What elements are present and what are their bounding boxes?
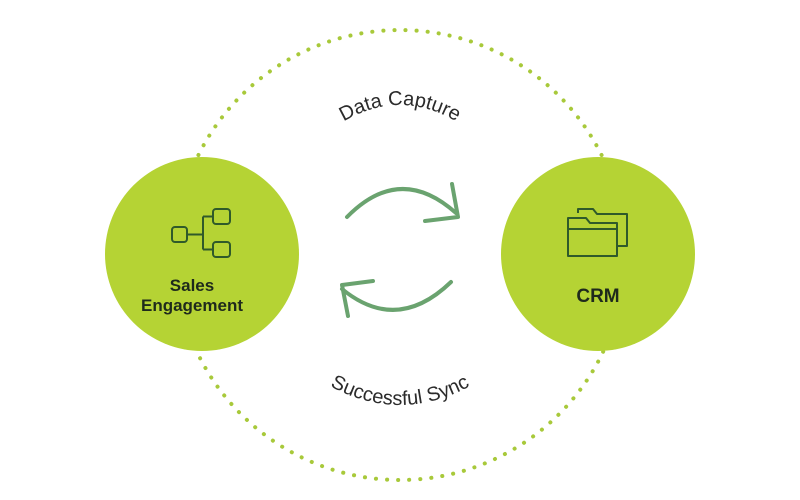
data-capture-text: Data Capture	[336, 88, 465, 126]
data-capture-label: Data Capture	[336, 88, 465, 126]
hierarchy-icon	[171, 208, 231, 258]
successful-sync-text: Successful Sync	[328, 371, 473, 410]
sync-arrow-top-head	[423, 182, 460, 223]
sync-arrows	[340, 182, 460, 318]
crm-node: CRM	[501, 157, 695, 351]
sync-arrow-bottom-head	[340, 279, 375, 318]
sync-arrow-bottom	[340, 280, 453, 312]
crm-label: CRM	[576, 286, 619, 307]
sales-engagement-label-line1: Sales	[170, 276, 214, 295]
sales-engagement-node: Sales Engagement	[105, 157, 299, 351]
sales-engagement-label-line2: Engagement	[141, 296, 243, 315]
sync-arrow-top	[345, 187, 458, 219]
folders-icon	[567, 208, 628, 257]
successful-sync-label: Successful Sync	[328, 371, 473, 410]
